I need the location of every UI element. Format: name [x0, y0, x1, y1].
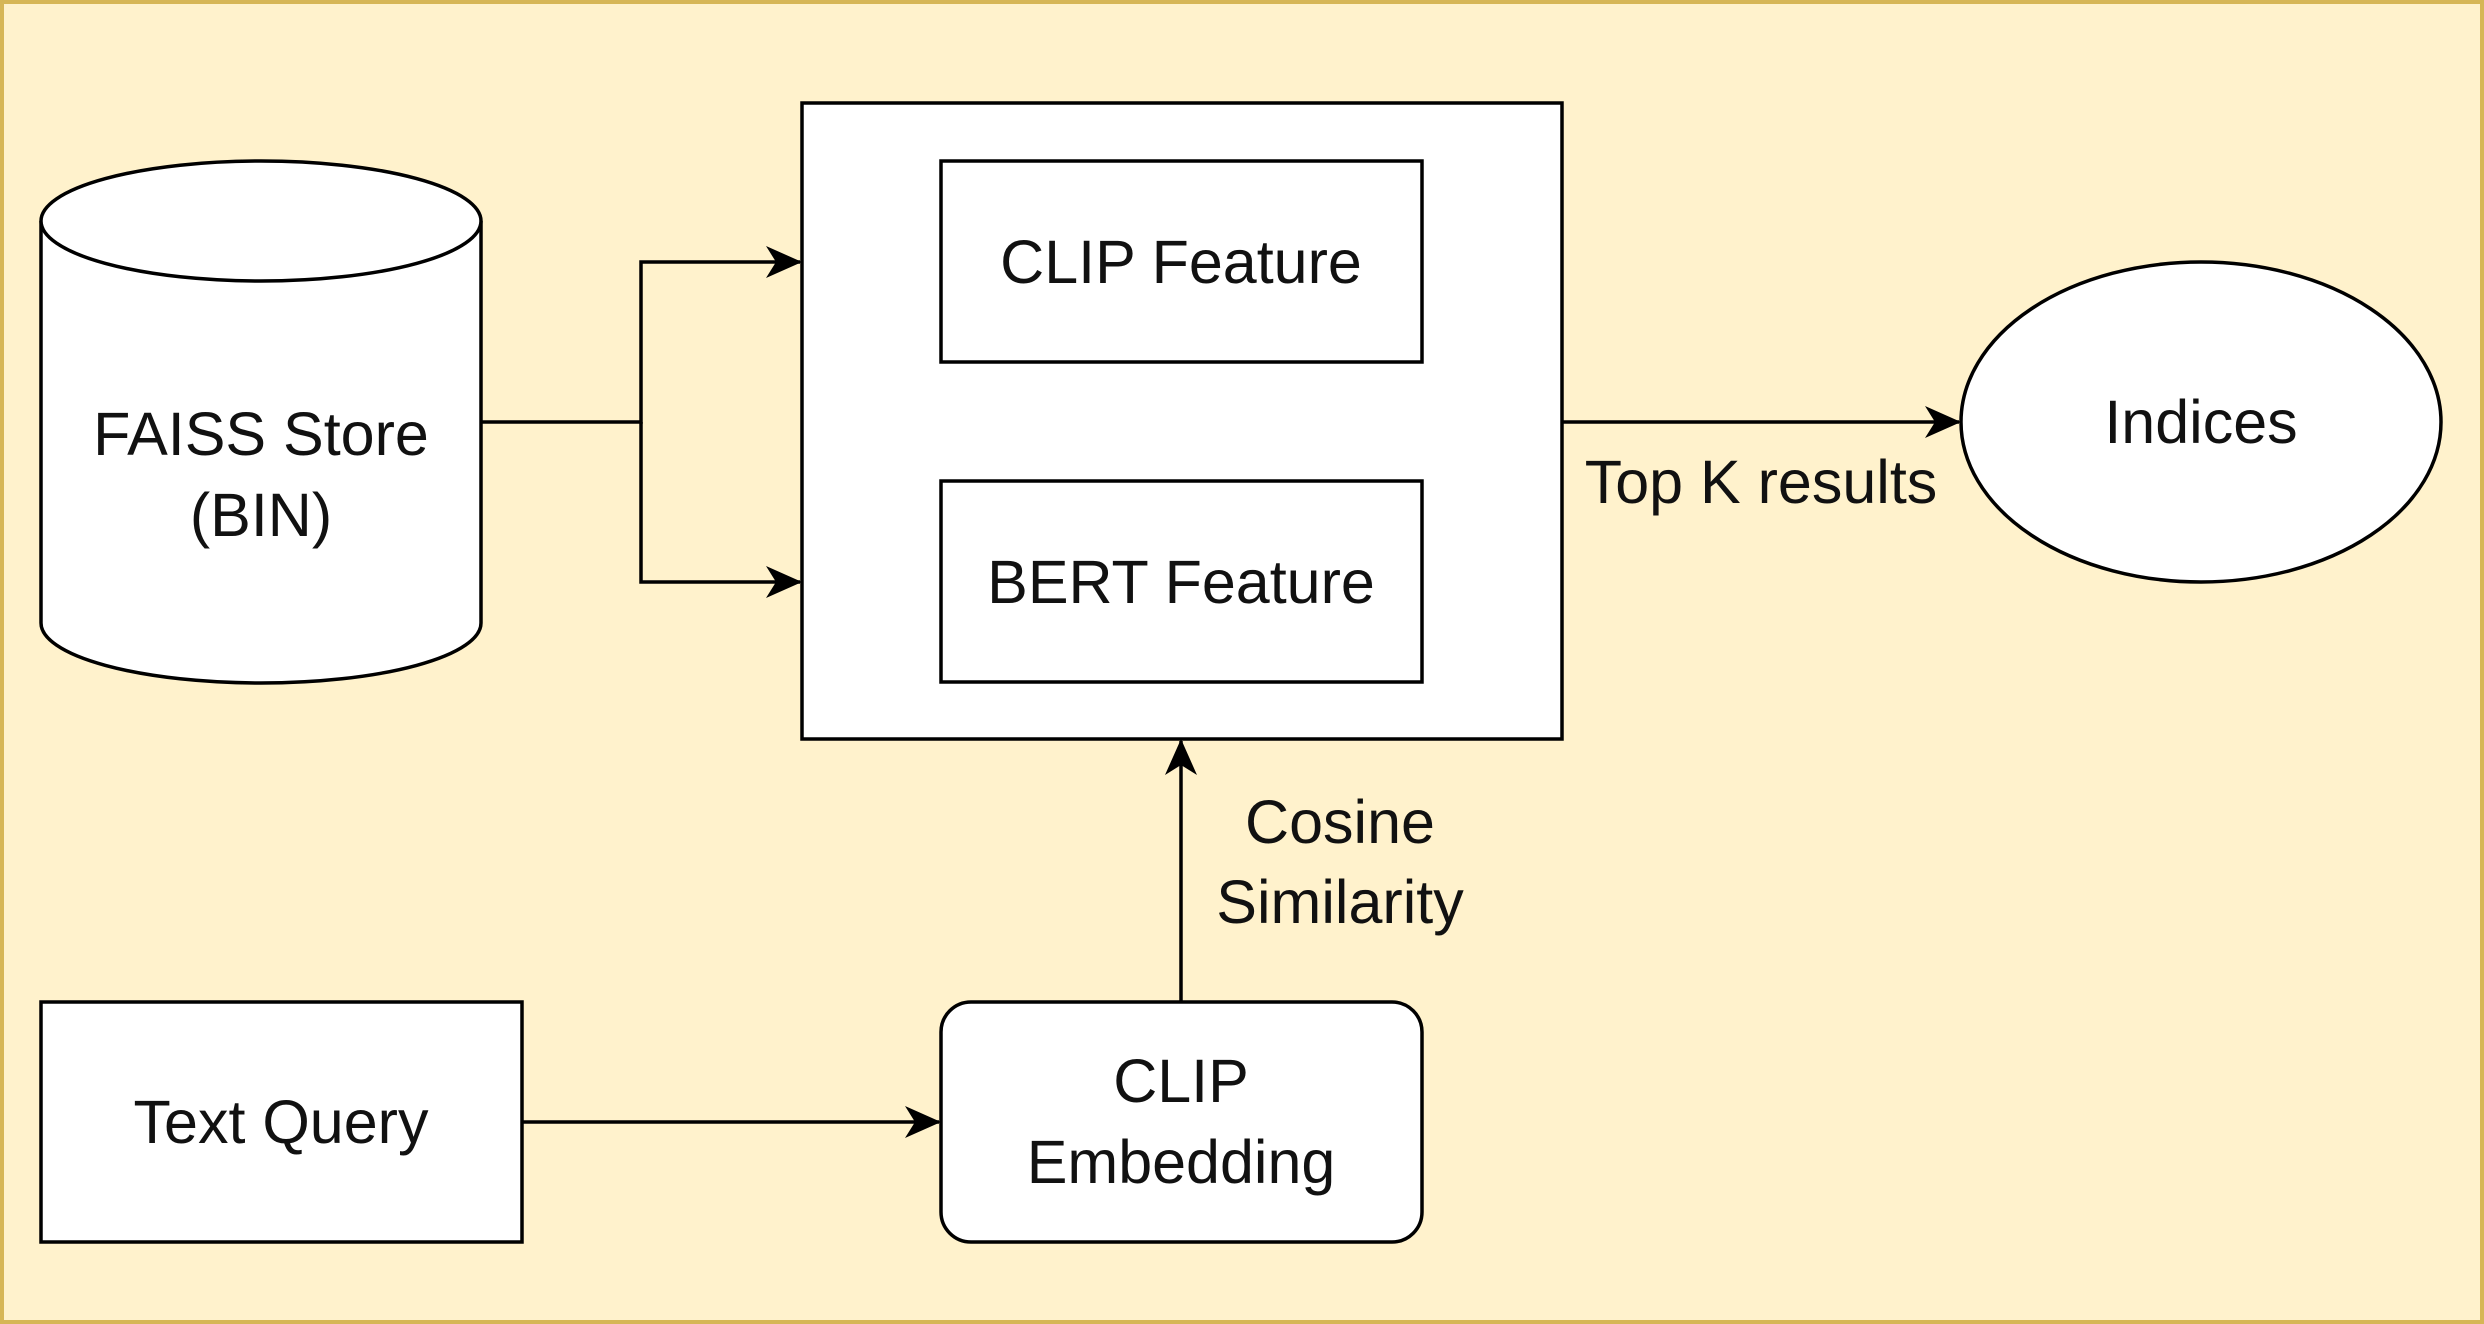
faiss-store-node: FAISS Store (BIN) — [39, 159, 483, 685]
bert-feature-label: BERT Feature — [987, 548, 1375, 616]
faiss-store-label-line1: FAISS Store — [93, 400, 429, 468]
faiss-store-cylinder-top — [39, 159, 483, 283]
indices-node: Indices — [1959, 260, 2443, 584]
clip-feature-label: CLIP Feature — [1000, 228, 1362, 296]
indices-label: Indices — [2104, 388, 2297, 456]
faiss-store-label-line2: (BIN) — [190, 481, 332, 549]
clip-feature-box — [939, 159, 1424, 364]
edge-label-similarity: Similarity — [1216, 868, 1464, 936]
indices-ellipse — [1959, 260, 2443, 584]
clip-embedding-label-line1: CLIP — [1113, 1047, 1249, 1115]
text-query-node: Text Query — [39, 1000, 524, 1244]
clip-embedding-node: CLIP Embedding — [939, 1000, 1424, 1244]
clip-embedding-label-line2: Embedding — [1027, 1128, 1336, 1196]
bert-feature-box — [939, 479, 1424, 684]
faiss-store-cylinder-body — [39, 221, 483, 685]
edge-label-top-k-results: Top K results — [1585, 448, 1938, 516]
bert-feature-node: BERT Feature — [939, 479, 1424, 684]
edge-faiss-to-clip-feature — [481, 246, 802, 424]
text-query-label: Text Query — [134, 1088, 429, 1156]
edge-label-cosine: Cosine — [1245, 788, 1435, 856]
text-query-box — [39, 1000, 524, 1244]
clip-feature-node: CLIP Feature — [939, 159, 1424, 364]
edge-faiss-to-bert-feature — [639, 422, 802, 598]
clip-embedding-box — [939, 1000, 1424, 1244]
